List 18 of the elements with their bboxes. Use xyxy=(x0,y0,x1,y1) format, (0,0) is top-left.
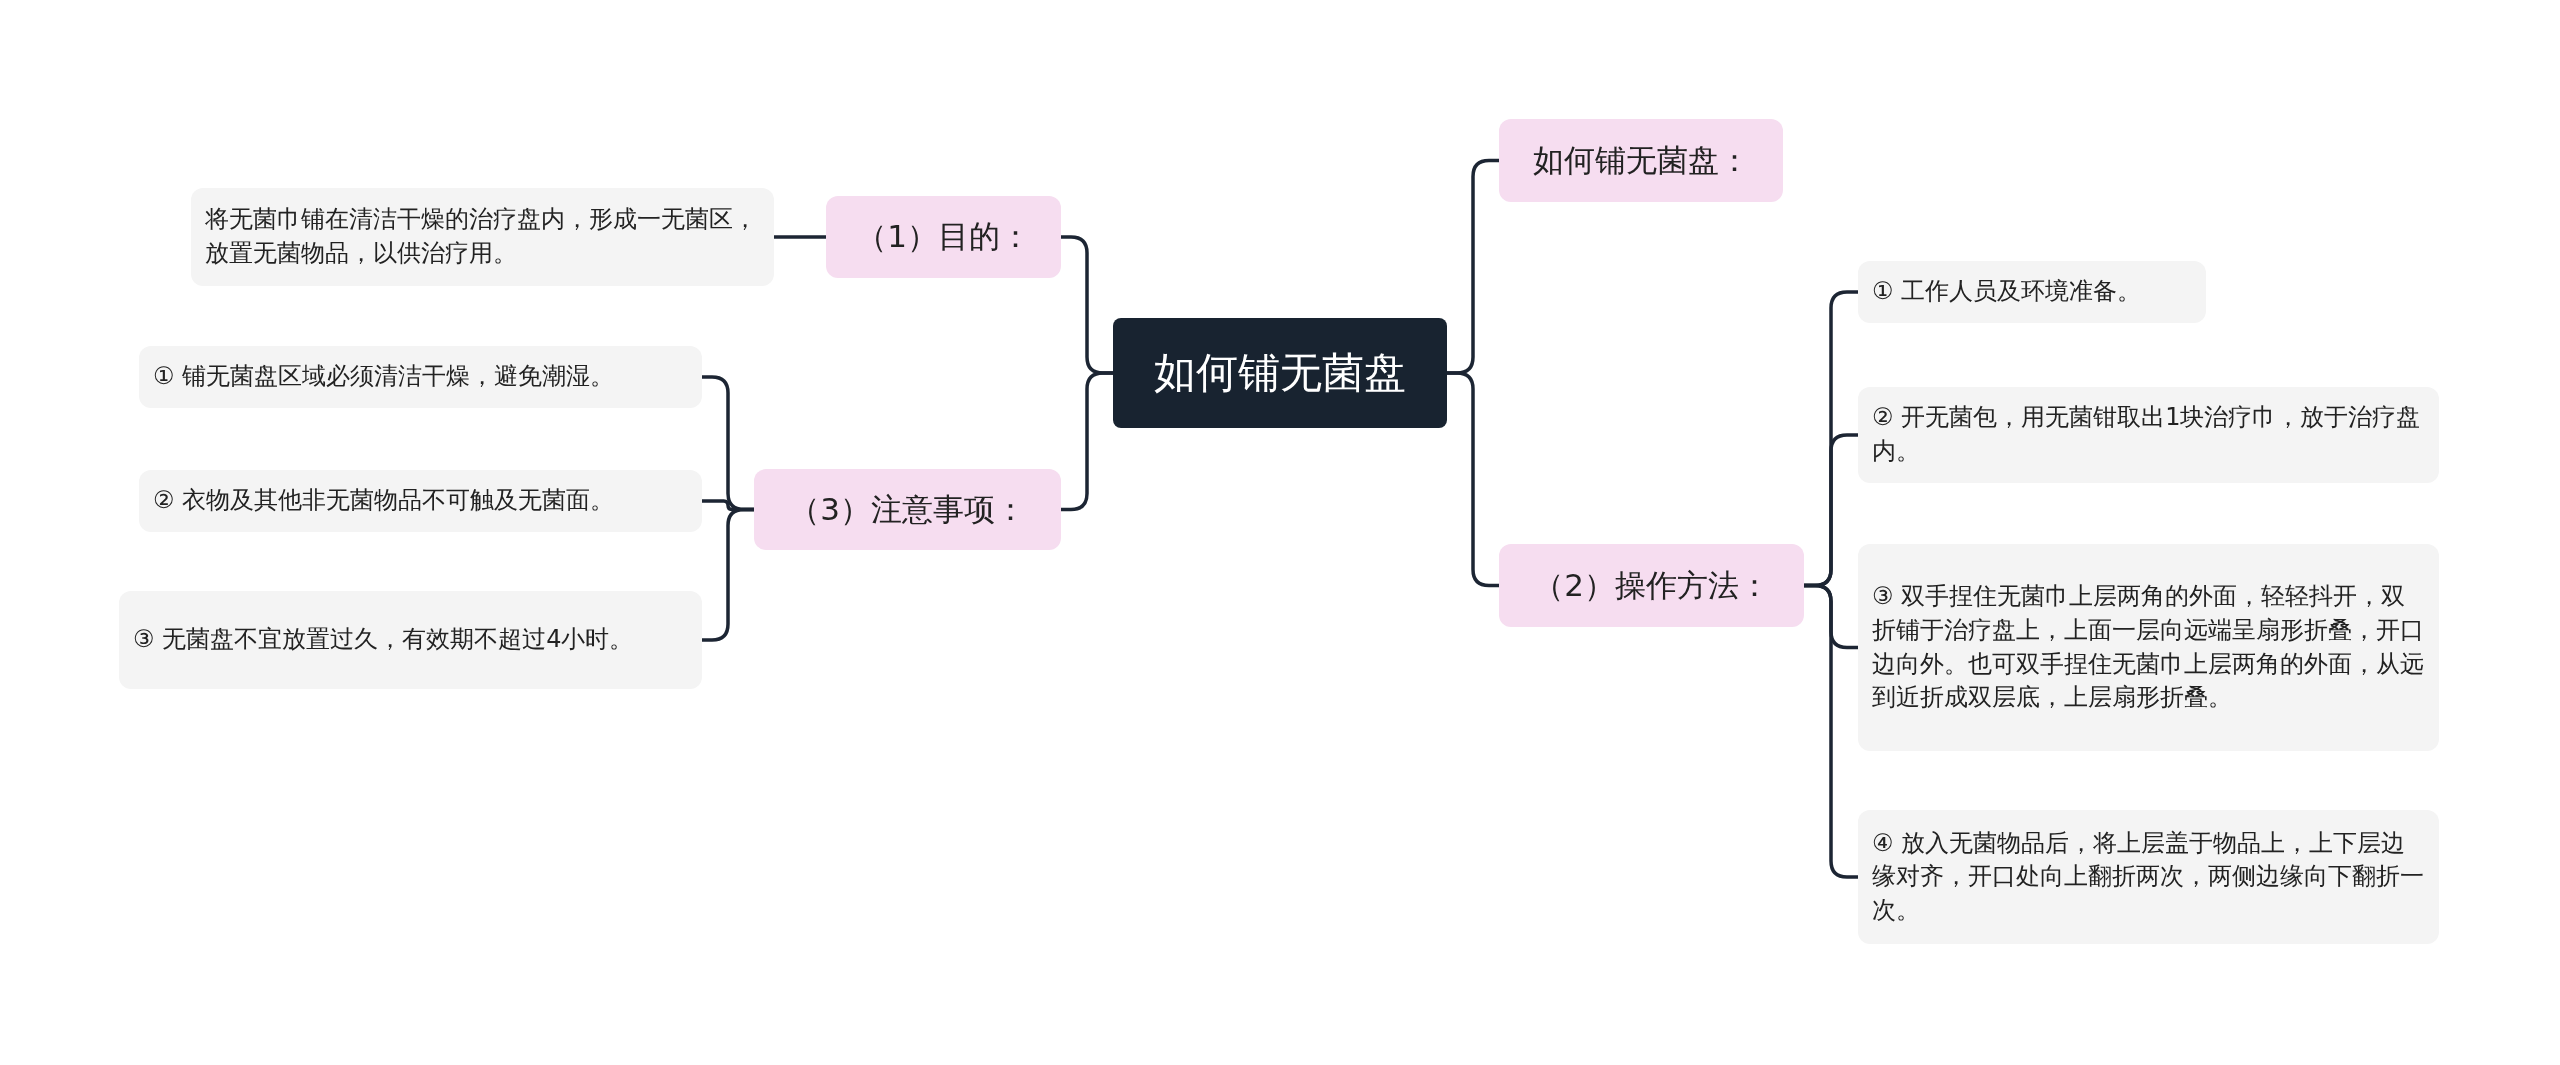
note-box: ③ 双手捏住无菌巾上层两角的外面，轻轻抖开，双折铺于治疗盘上，上面一层向远端呈扇形折叠，开口边向外。也可双手捏住无菌巾上层两角的外面，从远到近折成双层底，上层扇形折叠。 xyxy=(1858,544,2439,751)
topic-box: （3）注意事项： xyxy=(754,469,1061,550)
connector-line xyxy=(774,235,826,239)
note-box: ① 工作人员及环境准备。 xyxy=(1858,261,2206,323)
note-box: ① 铺无菌盘区域必须清洁干燥，避免潮湿。 xyxy=(139,346,702,408)
connector-line xyxy=(1447,371,1499,588)
note-box: ② 衣物及其他非无菌物品不可触及无菌面。 xyxy=(139,470,702,532)
connector-line xyxy=(1804,583,1858,879)
topic-box: 如何铺无菌盘： xyxy=(1499,119,1783,202)
note-box: 将无菌巾铺在清洁干燥的治疗盘内，形成一无菌区，放置无菌物品，以供治疗用。 xyxy=(191,188,774,286)
note-box: ② 开无菌包，用无菌钳取出1块治疗巾，放于治疗盘内。 xyxy=(1858,387,2439,483)
connector-line xyxy=(702,507,754,642)
note-box: ④ 放入无菌物品后，将上层盖于物品上，上下层边缘对齐，开口处向上翻折两次，两侧边缘向下翻折一次。 xyxy=(1858,810,2439,944)
topic-box: （1）目的： xyxy=(826,196,1061,278)
note-box: ③ 无菌盘不宜放置过久，有效期不超过4小时。 xyxy=(119,591,702,689)
central-topic-box: 如何铺无菌盘 xyxy=(1113,318,1447,428)
topic-box: （2）操作方法： xyxy=(1499,544,1804,627)
connector-line xyxy=(1061,371,1113,512)
